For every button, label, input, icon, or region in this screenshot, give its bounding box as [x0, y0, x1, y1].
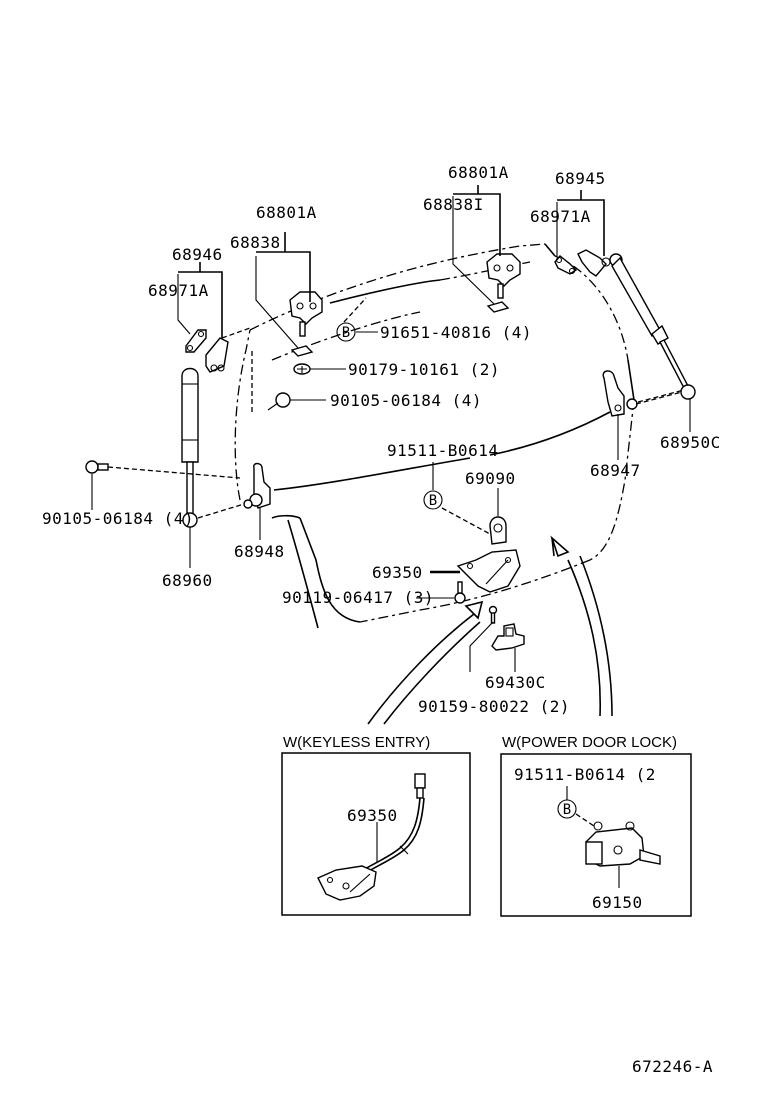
lock-cylinder-part	[489, 516, 507, 545]
hinge-right	[486, 253, 521, 313]
callout-b-upper: B	[336, 322, 356, 342]
label-68838-right: 68838I	[423, 195, 484, 214]
label-68948: 68948	[234, 542, 285, 561]
label-68946: 68946	[172, 245, 223, 264]
label-90159: 90159-80022 (2)	[418, 697, 570, 716]
label-68945: 68945	[555, 169, 606, 188]
arrow-keyless	[367, 600, 484, 725]
bolt-upper-part	[267, 392, 291, 411]
leader-lines	[91, 185, 691, 672]
label-90179: 90179-10161 (2)	[348, 360, 500, 379]
bracket-lower-left-part	[243, 462, 271, 509]
label-69350: 69350	[372, 563, 423, 582]
hinge-left	[289, 291, 323, 357]
nut-part	[293, 363, 311, 375]
svg-text:B: B	[563, 802, 571, 818]
label-69090: 69090	[465, 469, 516, 488]
inset-power-lock-bolt-label: 91511-B0614 (2	[514, 765, 656, 784]
label-68971a-left: 68971A	[148, 281, 209, 300]
callout-b-lock: B	[423, 490, 443, 510]
figure-id: 672246-A	[632, 1057, 713, 1076]
bolt-left-part	[85, 460, 109, 474]
label-68801a-left: 68801A	[256, 203, 317, 222]
svg-text:B: B	[342, 325, 350, 341]
label-68801a-right: 68801A	[448, 163, 509, 182]
stay-right-part	[609, 253, 696, 400]
bracket-right-parts	[554, 249, 611, 277]
inset-keyless-part-label: 69350	[347, 806, 398, 825]
label-90105-upper: 90105-06184 (4)	[330, 391, 482, 410]
label-68947: 68947	[590, 461, 641, 480]
label-68960: 68960	[162, 571, 213, 590]
stud-part	[454, 581, 466, 604]
inset-power-lock-part-label: 69150	[592, 893, 643, 912]
stay-left-part	[181, 367, 199, 528]
label-90119: 90119-06417 (3)	[282, 588, 434, 607]
striker-part	[491, 623, 525, 651]
svg-text:B: B	[429, 493, 437, 509]
label-68971a-right: 68971A	[530, 207, 591, 226]
label-68838-left: 68838	[230, 233, 281, 252]
bracket-lower-right-part	[602, 370, 638, 417]
label-69430c: 69430C	[485, 673, 546, 692]
inset-keyless-entry: W(KEYLESS ENTRY) 69350	[281, 734, 471, 916]
label-91511: 91511-B0614	[387, 441, 498, 460]
back-door-outline	[234, 243, 635, 629]
bracket-left-parts	[185, 329, 229, 373]
arrow-power-lock	[550, 535, 613, 717]
inset-power-door-lock: W(POWER DOOR LOCK) 91511-B0614 (2 B 6915…	[500, 734, 692, 917]
inset-power-lock-title: W(POWER DOOR LOCK)	[502, 734, 677, 751]
inset-keyless-title: W(KEYLESS ENTRY)	[283, 734, 430, 751]
label-91651: 91651-40816 (4)	[380, 323, 532, 342]
lock-assy-part	[456, 549, 521, 593]
screw-part	[488, 605, 498, 624]
label-90105-left: 90105-06184 (4)	[42, 509, 194, 528]
label-68950c: 68950C	[660, 433, 721, 452]
